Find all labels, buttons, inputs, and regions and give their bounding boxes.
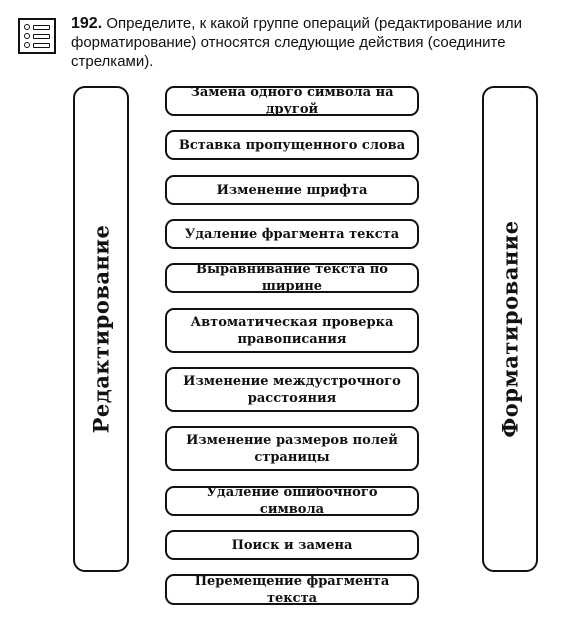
formatting-group-box[interactable]: Форматирование — [482, 86, 538, 572]
operation-label: Изменение шрифта — [216, 182, 368, 198]
operation-label: Поиск и замена — [231, 537, 353, 553]
operation-box[interactable]: Изменение междустрочного расстояния — [165, 367, 419, 412]
task-statement: 192. Определите, к какой группе операций… — [71, 14, 551, 71]
operation-label: Удаление фрагмента текста — [184, 226, 400, 242]
operation-box[interactable]: Вставка пропущенного слова — [165, 130, 419, 160]
task-list-icon — [18, 18, 56, 54]
operation-box[interactable]: Изменение размеров полей страницы — [165, 426, 419, 471]
operation-box[interactable]: Поиск и замена — [165, 530, 419, 560]
operation-label: Замена одного символа на другой — [190, 85, 394, 117]
formatting-group-label: Форматирование — [497, 220, 523, 438]
operation-box[interactable]: Выравнивание текста по ширине — [165, 262, 419, 294]
operation-label: Изменение размеров полей страницы — [186, 432, 398, 465]
editing-group-box[interactable]: Редактирование — [73, 86, 129, 572]
operation-box[interactable]: Изменение шрифта — [165, 175, 419, 205]
editing-group-label: Редактирование — [88, 224, 114, 434]
operation-box[interactable]: Замена одного символа на другой — [165, 85, 419, 117]
operation-label: Перемещение фрагмента текста — [194, 573, 390, 606]
task-number: 192. — [71, 15, 103, 32]
operation-box[interactable]: Удаление ошибочного символа — [165, 485, 419, 517]
operation-box[interactable]: Перемещение фрагмента текста — [165, 573, 419, 606]
operation-label: Вставка пропущенного слова — [178, 137, 406, 153]
operation-box[interactable]: Удаление фрагмента текста — [165, 219, 419, 249]
operation-label: Удаление ошибочного символа — [206, 485, 378, 517]
operation-label: Изменение междустрочного расстояния — [183, 373, 401, 406]
task-instruction: Определите, к какой группе операций (ред… — [71, 15, 522, 70]
operation-label: Выравнивание текста по ширине — [196, 262, 388, 294]
operation-label: Автоматическая проверка правописания — [190, 314, 394, 347]
operation-box[interactable]: Автоматическая проверка правописания — [165, 308, 419, 353]
